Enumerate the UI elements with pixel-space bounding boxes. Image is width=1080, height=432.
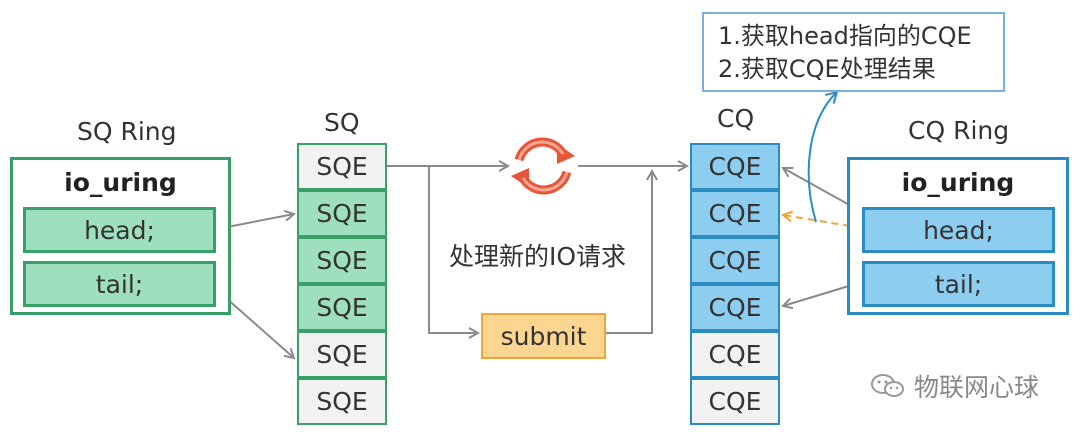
cq-entry: CQE: [690, 237, 780, 284]
note-line-1: 1.获取head指向的CQE: [718, 22, 972, 50]
cq-entry: CQE: [690, 284, 780, 331]
sq-label: SQ: [324, 108, 360, 137]
submit-box: submit: [481, 313, 606, 359]
note-box: 1.获取head指向的CQE 2.获取CQE处理结果: [702, 12, 1005, 92]
sq-entry: SQE: [297, 331, 387, 378]
cq-entry: CQE: [690, 331, 780, 378]
cq-ring-head-field: head;: [862, 207, 1055, 253]
sq-entry: SQE: [297, 143, 387, 190]
cq-entry: CQE: [690, 143, 780, 190]
watermark-text: 物联网心球: [914, 373, 1040, 402]
sq-entry: SQE: [297, 190, 387, 237]
sq-ring-label: SQ Ring: [77, 117, 177, 146]
sq-ring-box: io_uring head; tail;: [10, 157, 231, 315]
sq-to-submit-arrow: [428, 166, 478, 333]
sq-ring-tail-field: tail;: [23, 261, 216, 307]
process-new-io-label: 处理新的IO请求: [449, 242, 627, 271]
sq-entry: SQE: [297, 378, 387, 425]
note-line-2: 2.获取CQE处理结果: [718, 55, 936, 83]
cq-entry: CQE: [690, 190, 780, 237]
cq-ring-title: io_uring: [901, 168, 1015, 197]
watermark: 物联网心球: [870, 368, 1039, 404]
refresh-cycle-icon: [511, 137, 575, 195]
cq-label: CQ: [717, 104, 755, 133]
cq-entry: CQE: [690, 378, 780, 425]
sq-entry: SQE: [297, 237, 387, 284]
sq-ring-title: io_uring: [64, 168, 177, 197]
sq-ring-head-field: head;: [23, 207, 216, 253]
cq-ring-box: io_uring head; tail;: [847, 157, 1069, 315]
cq-ring-label: CQ Ring: [908, 116, 1010, 145]
cq-ring-tail-field: tail;: [862, 261, 1055, 307]
submit-to-cq-arrow: [606, 171, 652, 334]
sq-entry: SQE: [297, 284, 387, 331]
wechat-icon: [871, 374, 904, 397]
note-pointer-arrow: [807, 90, 839, 223]
